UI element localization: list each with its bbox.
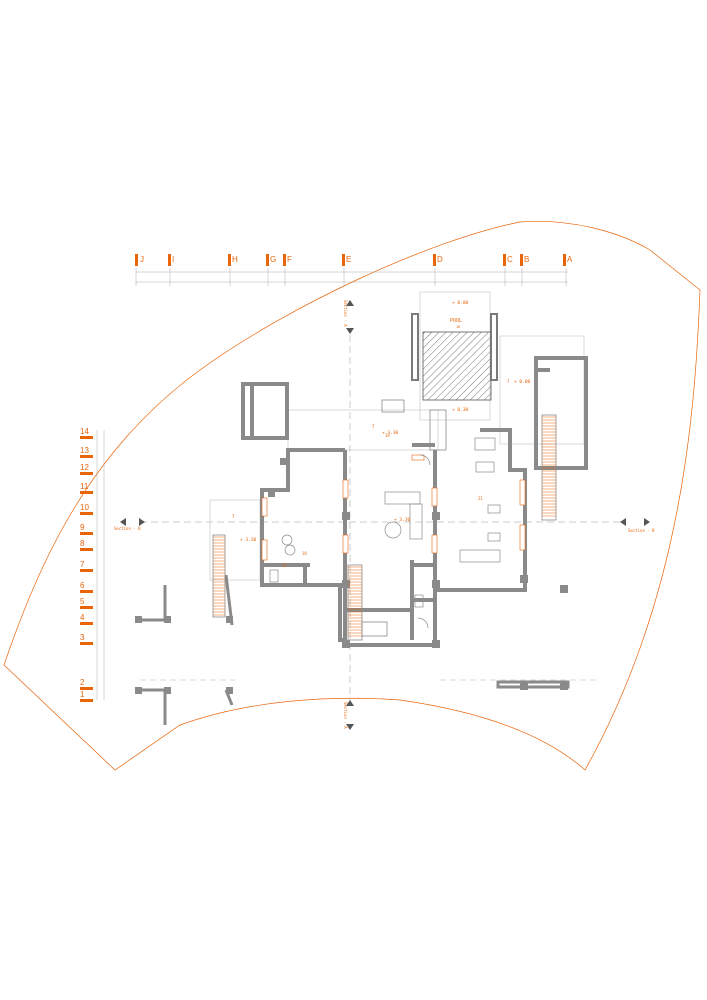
level-terrace-right: + 0.00 <box>514 379 531 385</box>
section-b-left-label: Section - B <box>114 526 141 531</box>
pool-label: POOL <box>450 318 462 324</box>
grid-letter-c: C <box>507 255 513 264</box>
room-19-label: 19 <box>385 433 390 438</box>
terrace-7-right-label: 7 <box>507 379 510 384</box>
grid-letter-d: D <box>437 255 443 264</box>
section-markers: Section - A Section - A Section - B Sect… <box>114 300 655 730</box>
stair-treads <box>213 416 556 637</box>
furniture <box>269 437 501 629</box>
grid-number-12: 12 <box>80 463 89 472</box>
level-center-top: + 3.30 <box>382 430 399 436</box>
room-21-label: 21 <box>478 496 483 501</box>
section-a-bottom-label: Section - A <box>343 702 348 729</box>
grid-number-6: 6 <box>80 581 85 590</box>
door-swing <box>419 454 431 466</box>
section-b-right-arrow-icon <box>620 518 650 526</box>
walls <box>241 356 588 647</box>
room-labels: 21 18 15 19 7 7 7 + 0.00 + 3.30 + 3.30 +… <box>232 379 531 568</box>
door-swing-wc <box>417 617 429 629</box>
grid-number-2: 2 <box>80 678 85 687</box>
grid-letter-f: F <box>287 255 292 264</box>
grid-number-3: 3 <box>80 633 85 642</box>
pool-number: 16 <box>456 325 460 329</box>
terrace-7-center-label: 7 <box>372 424 375 429</box>
openings <box>261 454 526 561</box>
level-pool-bottom: + 0.30 <box>452 407 469 413</box>
grid-number-11: 11 <box>80 482 89 491</box>
grid-number-5: 5 <box>80 597 85 606</box>
grid-letter-e: E <box>346 255 351 264</box>
grid-letter-b: B <box>524 255 529 264</box>
grid-letter-h: H <box>232 255 238 264</box>
room-18-label: 18 <box>302 551 307 556</box>
site-boundary <box>3 221 701 771</box>
level-west: + 3.30 <box>240 537 257 543</box>
level-living: + 3.30 <box>394 517 411 523</box>
section-a-bottom-arrow-icon <box>346 700 354 730</box>
grid-number-13: 13 <box>80 446 89 455</box>
grid-letters: J I H G F E D C B A <box>135 254 573 266</box>
level-pool-top: + 0.00 <box>452 300 469 306</box>
grid-numbers: 14 13 12 11 10 9 8 7 6 5 4 3 2 1 <box>80 427 93 702</box>
left-dimension-line <box>96 430 105 700</box>
section-b-left-arrow-icon <box>120 518 145 526</box>
grid-letter-i: I <box>172 255 174 264</box>
terrace-7-left-label: 7 <box>232 514 235 519</box>
grid-number-8: 8 <box>80 539 85 548</box>
grid-letter-g: G <box>270 255 276 264</box>
section-a-top-label: Section - A <box>343 300 348 327</box>
grid-letter-j: J <box>140 255 144 264</box>
pool: POOL 16 + 0.00 + 0.30 <box>411 300 498 413</box>
grid-number-14: 14 <box>80 427 89 436</box>
grid-number-1: 1 <box>80 690 85 699</box>
grid-number-4: 4 <box>80 613 85 622</box>
grid-number-7: 7 <box>80 560 85 569</box>
columns <box>135 458 568 694</box>
room-15-label: 15 <box>282 563 287 568</box>
grid-number-10: 10 <box>80 503 89 512</box>
section-b-right-label: Section - B <box>628 528 655 533</box>
grid-number-9: 9 <box>80 523 85 532</box>
grid-letter-a: A <box>567 255 573 264</box>
top-dimension-line <box>135 268 568 286</box>
